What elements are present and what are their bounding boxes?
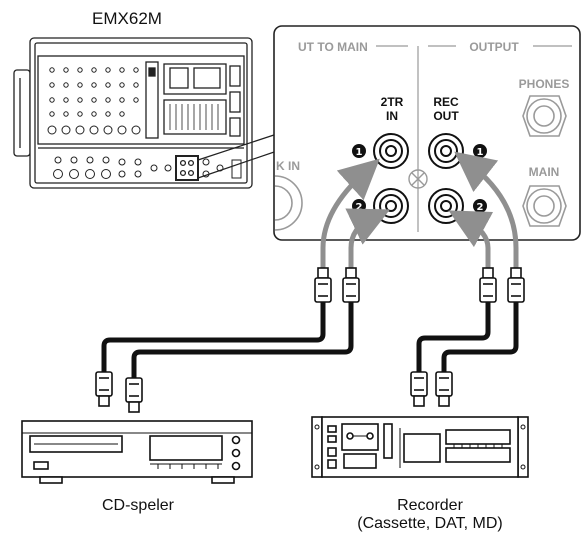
cd-player-label: CD-speler [102, 497, 175, 514]
upper-plugs [314, 267, 525, 303]
zoom-lines [197, 132, 281, 179]
black-cables [101, 302, 519, 378]
rec-out-label-1: REC [433, 95, 459, 109]
left-jack-label: K IN [276, 159, 300, 173]
plug-rec-red-bottom [410, 371, 428, 407]
phones-jack [522, 95, 567, 137]
recorder [311, 416, 529, 478]
cd-player [21, 420, 253, 484]
mixer-unit [13, 37, 253, 189]
plug-rec-white-top [507, 267, 525, 303]
panel-header-right: OUTPUT [469, 40, 519, 54]
grey-cables [320, 151, 519, 271]
rec-out-label-2: OUT [433, 109, 459, 123]
mixer-title: EMX62M [92, 9, 162, 28]
plug-rec-white-bottom [435, 371, 453, 407]
main-jack [522, 185, 567, 227]
phones-label: PHONES [519, 77, 570, 91]
svg-text:1: 1 [356, 147, 363, 158]
svg-text:2: 2 [477, 202, 484, 213]
recorder-label-1: Recorder [397, 497, 463, 514]
highlight-box [175, 155, 199, 181]
tr2-in-label-1: 2TR [381, 95, 404, 109]
left-jack-partial [274, 175, 303, 231]
tr2-in-jack-1 [373, 133, 409, 169]
marker-2-right: 2 [473, 199, 487, 213]
tr2-in-label-2: IN [386, 109, 398, 123]
plug-cd-red-top [342, 267, 360, 303]
tr2-in-jack-2 [373, 188, 409, 224]
recorder-label-2: (Cassette, DAT, MD) [357, 515, 503, 532]
marker-1-right: 1 [473, 144, 487, 158]
lower-plugs [95, 371, 453, 413]
rec-out-jack-1 [428, 133, 464, 169]
plug-rec-red-top [479, 267, 497, 303]
plug-cd-white-top [314, 267, 332, 303]
center-screw [408, 169, 428, 189]
panel-header-left: UT TO MAIN [298, 40, 368, 54]
rec-out-jack-2 [428, 188, 464, 224]
zoom-panel: UT TO MAIN OUTPUT K IN PHONES MAIN 2TR I… [273, 25, 581, 241]
svg-text:1: 1 [477, 147, 484, 158]
main-label: MAIN [529, 165, 560, 179]
svg-text:2: 2 [356, 202, 363, 213]
plug-cd-white-bottom [95, 371, 113, 407]
marker-2-left: 2 [352, 199, 366, 213]
plug-cd-red-bottom [125, 377, 143, 413]
marker-1-left: 1 [352, 144, 366, 158]
